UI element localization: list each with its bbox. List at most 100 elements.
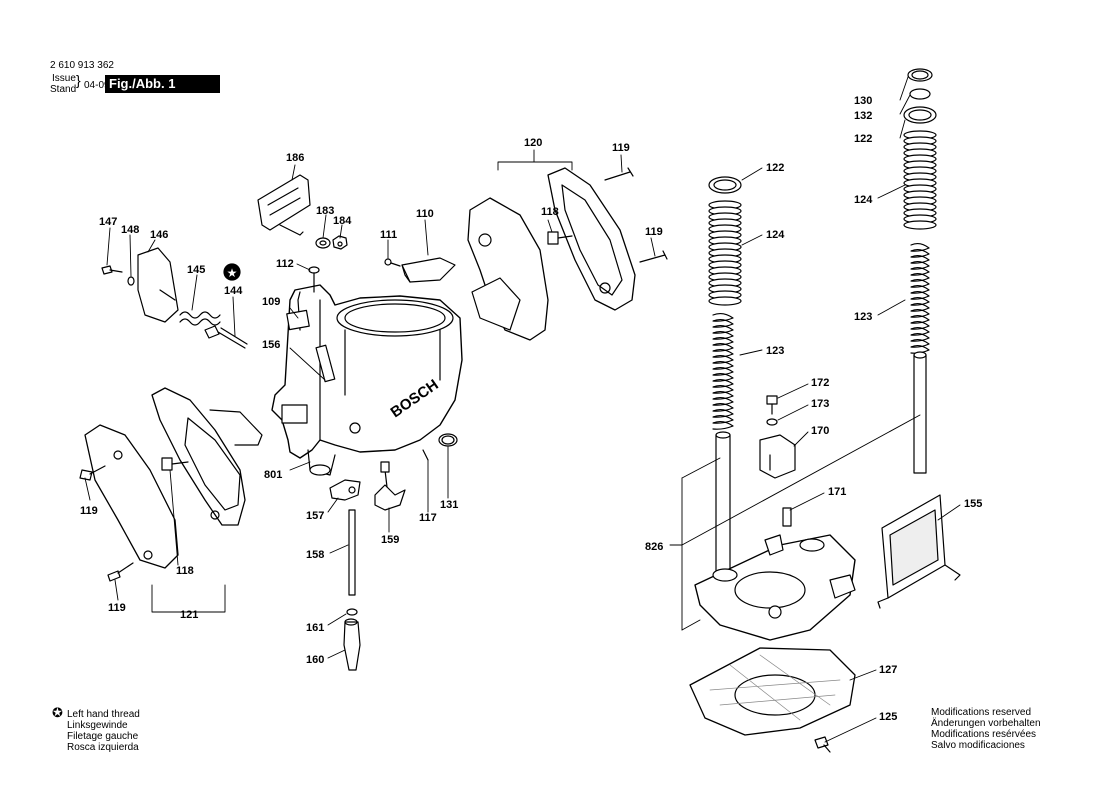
part-184-nut — [332, 235, 348, 250]
label-110: 110 — [416, 208, 434, 220]
label-120: 120 — [524, 137, 542, 149]
bellows-fold — [708, 296, 742, 306]
label-148: 148 — [121, 224, 139, 236]
label-123: 123 — [854, 311, 872, 323]
part-labels: 186 183 184 110 111 112 120 119 118 119 … — [80, 95, 982, 723]
figure-label: Fig./Abb. 1 — [105, 75, 220, 93]
label-112: 112 — [276, 258, 294, 270]
notice-line: Modifications reserved — [931, 707, 1032, 718]
part-172-screw — [766, 395, 778, 415]
part-125-screw — [814, 736, 831, 753]
label-130: 130 — [854, 95, 872, 107]
part-119-screw-lower — [79, 465, 134, 582]
part-130-ring — [907, 68, 933, 82]
brace-mark: } — [76, 72, 81, 88]
part-123-spring-right — [910, 242, 930, 354]
left-hand-thread-icon: ✪ — [52, 705, 63, 720]
legend-line: Linksgewinde — [67, 720, 128, 731]
label-122: 122 — [854, 133, 872, 145]
part-155-guard — [877, 494, 961, 609]
part-170-clamp — [759, 434, 796, 479]
part-121-handle — [84, 387, 263, 569]
leader-lines — [84, 76, 961, 743]
label-172: 172 — [811, 377, 829, 389]
part-158-rod — [348, 509, 356, 596]
label-147: 147 — [99, 216, 117, 228]
svg-text:★: ★ — [227, 266, 238, 280]
part-119-screw-upper — [604, 167, 668, 263]
label-119: 119 — [645, 226, 663, 238]
part-127-baseplate — [689, 647, 856, 736]
label-132: 132 — [854, 110, 872, 122]
label-159: 159 — [381, 534, 399, 546]
part-132-ring — [909, 88, 931, 100]
part-160-stop — [343, 618, 361, 671]
left-hand-thread-marker: ★ — [223, 263, 241, 281]
bellows-fold — [903, 220, 937, 230]
issue-label: Issue — [52, 73, 76, 84]
label-124: 124 — [766, 229, 785, 241]
label-124: 124 — [854, 194, 873, 206]
part-186-clamp — [257, 174, 311, 236]
part-173-washer — [766, 418, 778, 426]
legend-line: Left hand thread — [67, 709, 140, 720]
label-118: 118 — [541, 206, 559, 218]
label-144: 144 — [224, 285, 243, 297]
legend-line: Filetage gauche — [67, 731, 139, 742]
part-145-spring — [179, 311, 221, 326]
part-171-pin — [782, 507, 792, 527]
part-122-washer-right — [903, 106, 937, 124]
label-119: 119 — [80, 505, 98, 517]
label-155: 155 — [964, 498, 982, 510]
part-124-bellows-right — [903, 130, 937, 230]
notice-line: Modifications resérvées — [931, 729, 1037, 740]
label-186: 186 — [286, 152, 304, 164]
label-123: 123 — [766, 345, 784, 357]
label-801: 801 — [264, 469, 282, 481]
label-184: 184 — [333, 215, 352, 227]
issue-date: 04-09-15 — [84, 80, 124, 91]
part-118-bolt-upper — [547, 231, 573, 245]
spring-coil — [712, 312, 734, 430]
label-157: 157 — [306, 510, 324, 522]
part-826-base — [694, 534, 856, 641]
part-148-washer — [127, 276, 135, 286]
label-111: 111 — [380, 229, 397, 241]
part-110-cap — [401, 257, 456, 283]
label-170: 170 — [811, 425, 829, 437]
label-826: 826 — [645, 541, 663, 553]
part-number: 2 610 913 362 — [50, 60, 114, 71]
motor-housing: BOSCH — [271, 284, 463, 476]
post-right — [913, 351, 927, 474]
label-117: 117 — [419, 512, 437, 524]
label-158: 158 — [306, 549, 324, 561]
label-171: 171 — [828, 486, 846, 498]
label-145: 145 — [187, 264, 205, 276]
part-147-screw — [101, 265, 123, 275]
post-left — [715, 431, 731, 576]
spring-coil — [910, 242, 930, 354]
part-144-bolt — [204, 325, 248, 349]
label-125: 125 — [879, 711, 897, 723]
part-124-bellows-left — [708, 200, 742, 306]
label-119: 119 — [108, 602, 126, 614]
label-121: 121 — [180, 609, 198, 621]
part-161-ring — [346, 608, 358, 616]
part-120-handle — [467, 167, 636, 341]
notice-line: Änderungen vorbehalten — [931, 718, 1041, 729]
part-157-lever — [329, 479, 361, 501]
stand-label: Stand — [50, 84, 77, 95]
label-161: 161 — [306, 622, 324, 634]
label-119: 119 — [612, 142, 630, 154]
label-160: 160 — [306, 654, 324, 666]
label-122: 122 — [766, 162, 784, 174]
part-111-screw — [384, 258, 401, 267]
part-123-spring-left — [712, 312, 734, 430]
part-159-knob — [374, 461, 406, 511]
label-183: 183 — [316, 205, 334, 217]
label-131: 131 — [440, 499, 458, 511]
part-122-washer-left — [708, 176, 742, 194]
label-146: 146 — [150, 229, 168, 241]
